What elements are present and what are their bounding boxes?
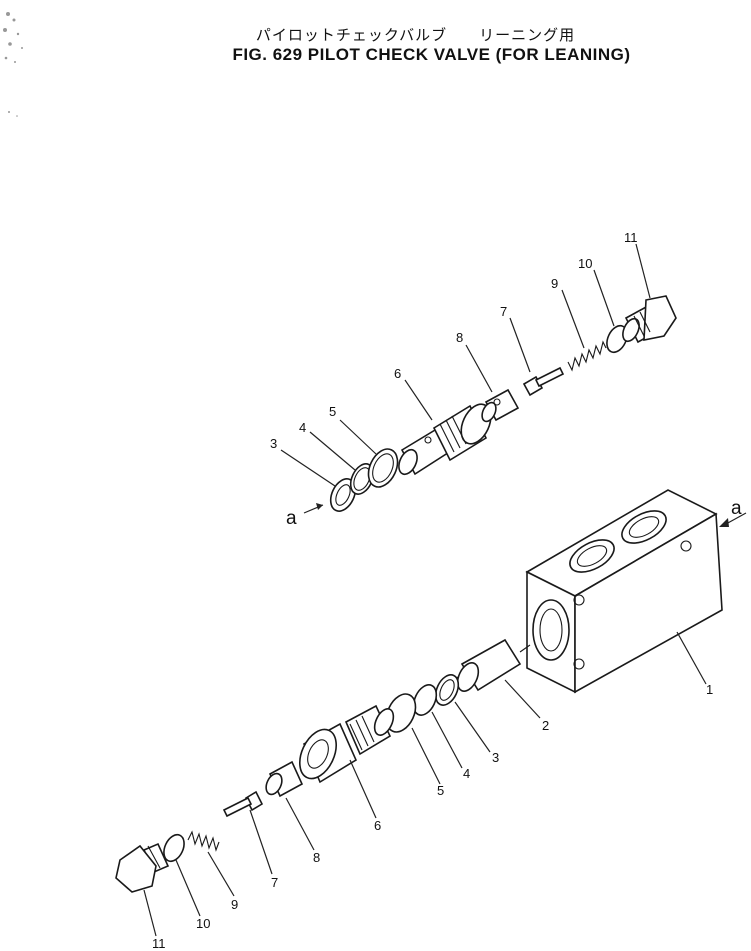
- backup-ring-part-3-top: [329, 478, 357, 512]
- title-japanese: パイロットチェックバルブ リーニング用: [255, 26, 576, 44]
- callout-8-top: 8: [456, 330, 463, 345]
- callout-9-top: 9: [551, 276, 558, 291]
- callout-5-top: 5: [329, 404, 336, 419]
- valve-seat-part-6-top: [398, 403, 492, 476]
- plug-part-11-top: [622, 295, 677, 344]
- scan-artifact: [3, 12, 23, 117]
- callout-11-bottom: 11: [152, 936, 166, 951]
- pin-part-7-bottom: [222, 790, 264, 818]
- callout-2: 2: [542, 718, 549, 733]
- o-ring-part-5-top: [367, 448, 399, 488]
- callout-10-bottom: 10: [196, 916, 210, 931]
- callout-6-top: 6: [394, 366, 401, 381]
- callout-4-top: 4: [299, 420, 306, 435]
- spring-part-9-top: [567, 340, 607, 372]
- figure-title: FIG. 629 PILOT CHECK VALVE (FOR LEANING): [232, 45, 631, 64]
- view-marker-a-left: a: [286, 508, 297, 529]
- o-ring-part-5-bottom: [385, 693, 417, 733]
- poppet-part-8-bottom: [265, 760, 304, 798]
- leader-lines: [143, 243, 747, 937]
- backup-ring-part-3-bottom: [434, 674, 460, 706]
- callout-8-bottom: 8: [313, 850, 320, 865]
- pin-part-7-top: [522, 366, 565, 397]
- callouts-bottom: 1 2 3 4 5 6 8 7 9 10 11: [152, 682, 713, 951]
- callout-6-bottom: 6: [374, 818, 381, 833]
- callouts-top: 3 4 5 6 8 7 9 10 11: [270, 230, 638, 451]
- o-ring-part-10-bottom: [163, 833, 185, 863]
- callout-4-bottom: 4: [463, 766, 470, 781]
- callout-3-top: 3: [270, 436, 277, 451]
- spring-part-9-bottom: [187, 830, 220, 852]
- o-ring-part-10-top: [606, 324, 628, 354]
- valve-seat-part-6-bottom: [299, 704, 395, 784]
- callout-9-bottom: 9: [231, 897, 238, 912]
- callout-11-top: 11: [624, 230, 638, 245]
- callout-1: 1: [706, 682, 713, 697]
- view-markers: a a: [286, 498, 742, 529]
- callout-3-bottom: 3: [492, 750, 499, 765]
- piston-part-2: [449, 638, 531, 692]
- o-ring-part-4-bottom: [412, 684, 438, 716]
- valve-body-part-1: [525, 489, 723, 694]
- plug-part-11-bottom: [115, 842, 170, 893]
- poppet-part-8-top: [481, 388, 520, 423]
- callout-5-bottom: 5: [437, 783, 444, 798]
- callout-10-top: 10: [578, 256, 592, 271]
- callout-7-bottom: 7: [271, 875, 278, 890]
- view-marker-a-right: a: [731, 498, 742, 519]
- callout-7-top: 7: [500, 304, 507, 319]
